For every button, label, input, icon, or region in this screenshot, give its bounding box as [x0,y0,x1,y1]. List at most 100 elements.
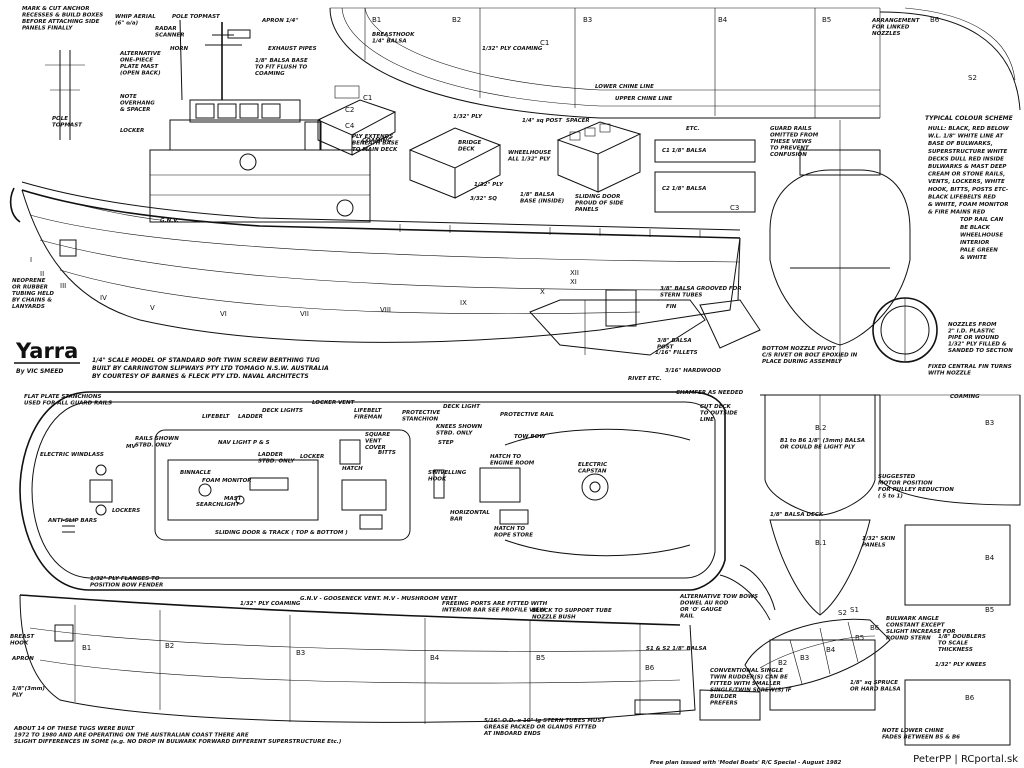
label-suggested-motor-line: MOTOR POSITION [878,481,933,487]
iso-b5: B5 [855,634,864,642]
label-guard-rails-line: OMITTED FROM [770,133,819,139]
part-b6: B6 [965,694,975,702]
label-navlight: NAV LIGHT P & S [218,440,270,446]
label-apron-line: APRON 1/4" [261,18,298,24]
roman-numeral: II [40,270,44,278]
label-sliding-track-line: SLIDING DOOR & TRACK ( TOP & BOTTOM ) [215,530,348,536]
label-freeing-ports-line: FREEING PORTS ARE FITTED WITH [442,601,548,607]
label-etc-line: ETC. [686,126,700,132]
label-hatch-rope-line: ROPE STORE [494,533,533,539]
part-c2: C2 [345,106,354,114]
label-ply-coaming-top: 1/32" PLY COAMING [482,46,543,52]
label-alt-tow-bows-line: DOWEL AU ROD [680,601,729,607]
label-rivet: RIVET ETC. [628,376,662,382]
label-lower-chine: LOWER CHINE LINE [595,84,654,90]
part-c4: C4 [345,122,355,130]
label-b1-b6-line: OR COULD BE LIGHT PLY [780,445,856,451]
label-ladder-stbd-line: STBD. ONLY [258,459,295,465]
cp-b3: B3 [296,649,305,657]
label-step: STEP [438,440,454,446]
colour-scheme-line: INTERIOR [960,240,989,246]
deck-plan [19,391,726,591]
label-balsa-base-line: 1/8" BALSA BASE [255,58,308,64]
label-navlight-line: NAV LIGHT P & S [218,440,270,446]
label-wheelhouse-line: ALL 1/32" PLY [507,157,551,163]
roman-numeral: IV [100,294,107,302]
label-skin-panels-line: 1/32" SKIN [862,536,896,542]
plan-author: By VIC SMEED [16,368,63,375]
label-bulwark-angle-line: SLIGHT INCREASE FOR [886,629,956,635]
label-hatch-engine-line: ENGINE ROOM [490,461,535,467]
label-c2-balsa-line: C2 1/8" BALSA [662,186,706,192]
label-coaming3: 1/32" PLY COAMING [240,601,301,607]
credit: PeterPP | RCportal.sk [913,754,1018,765]
label-neoprene-line: TUBING HELD [12,291,54,297]
label-locker3-line: LOCKER [300,454,324,460]
bulwark-stanchions [399,224,701,238]
colour-scheme-line: BLACK LIFEBELTS RED [928,194,996,200]
label-radar-line: SCANNER [155,33,184,39]
station-b6: B6 [930,16,940,24]
free-plan-note: Free plan issued with 'Model Boats' R/C … [650,760,842,766]
label-bottom-pivot-line: C/S RIVET OR BOLT EPOXIED IN [762,353,858,359]
roman-numeral: X [540,288,545,296]
colour-scheme-line: BASE OF BULWARKS, [928,141,993,147]
label-rails-shown-line: RAILS SHOWN [135,436,179,442]
label-ply-extends-line: BENEATH BASE [352,141,399,147]
label-nozzles-line: SANDED TO SECTION [948,348,1013,354]
label-guard-rails-line: CONFUSION [770,152,807,158]
label-exhaust-line: EXHAUST PIPES [268,46,317,52]
label-searchlight-line: SEARCHLIGHT [196,502,241,508]
part-b1: B.1 [815,539,826,547]
station-b5: B5 [822,16,831,24]
colour-scheme-title: TYPICAL COLOUR SCHEME [925,115,1014,122]
label-step-line: STEP [438,440,454,446]
label-locker2: LOCKER [312,400,336,406]
label-ply-3mm: 1/8"(3mm)PLY [12,686,45,699]
label-about-line: 1972 TO 1980 AND ARE OPERATING ON THE AU… [14,733,249,739]
label-rails-shown-line: STBD. ONLY [135,443,172,449]
label-hardwood-line: 3/16" HARDWOOD [665,368,721,374]
label-ply-3mm-line: 1/8"(3mm) [12,686,45,692]
label-sq-post-line: 1/4" sq POST [522,118,563,124]
label-anchor-line: PANELS FINALLY [22,26,73,32]
label-note-overhang-line: OVERHANG [120,101,155,107]
label-prot-rail: PROTECTIVE RAIL [500,412,555,418]
colour-scheme-line: & WHITE, FOAM MONITOR [928,202,1008,208]
label-ply-extends-line: PLY EXTENDS [352,134,393,140]
colour-scheme-line: SUPERSTRUCTURE WHITE [928,149,1007,155]
label-exhaust: EXHAUST PIPES [268,46,317,52]
label-binnacle: BINNACLE [180,470,211,476]
roman-numeral: VIII [380,306,391,314]
label-neoprene-line: NEOPRENE [12,278,46,284]
label-flanges-line: POSITION BOW FENDER [90,583,163,589]
label-locker3: LOCKER [300,454,324,460]
station-b2: B2 [452,16,461,24]
label-chine-fades-line: NOTE LOWER CHINE [882,728,944,734]
label-knees-line: STBD. ONLY [436,431,473,437]
label-horizontal-bar-line: BAR [450,517,463,523]
label-sqx16-line: 3/32" SQ [470,196,497,202]
label-horn: HORN [170,46,189,52]
label-pole-topmast-2: POLE TOPMAST [172,14,221,20]
label-whip-aerial: WHIP AERIAL(6" o/a) [115,14,156,27]
label-prot-stanchion-line: STANCHION [402,417,439,423]
frame-sections: B.2 B3 B.1 B4 B5 B6 [760,394,1021,746]
label-vent: VENT [338,400,356,406]
label-guard-rails-line: TO PREVENT [770,146,810,152]
label-gnv: G.N.V. [160,218,179,224]
